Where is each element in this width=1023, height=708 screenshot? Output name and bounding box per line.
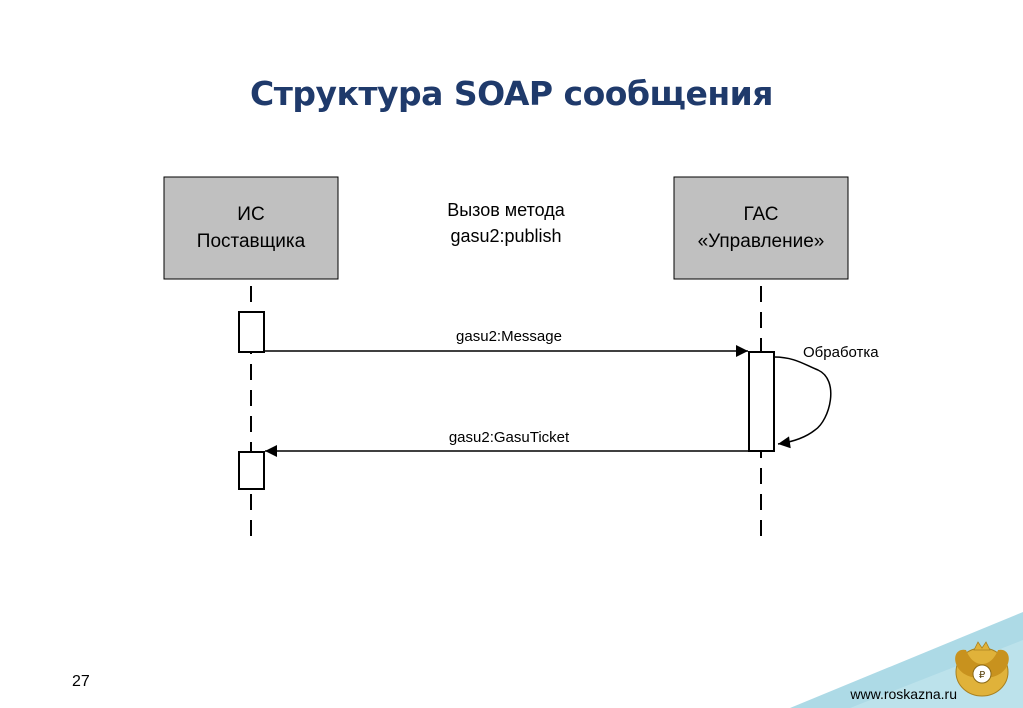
message-label-request: gasu2:Message <box>456 328 562 345</box>
participant-gas-line1: ГАС <box>744 204 779 225</box>
self-process-label: Обработка <box>803 344 879 361</box>
page-title: Структура SOAP сообщения <box>250 74 773 113</box>
participant-supplier-line2: Поставщика <box>197 231 306 252</box>
participant-gas-box <box>673 176 849 280</box>
website-link[interactable]: www.roskazna.ru <box>850 686 957 702</box>
slide-number: 27 <box>72 673 90 690</box>
message-label-response: gasu2:GasuTicket <box>449 429 570 446</box>
participant-supplier: ИС Поставщика <box>163 176 339 280</box>
activation-supplier-send <box>238 311 265 353</box>
double-headed-eagle-emblem-icon: ₽ <box>955 641 1009 697</box>
participant-supplier-line1: ИС <box>237 204 264 225</box>
method-call-line2: gasu2:publish <box>450 226 561 246</box>
self-process-curve <box>773 356 832 449</box>
activation-supplier-receive <box>238 451 265 490</box>
activation-gas <box>748 351 775 452</box>
participant-gas: ГАС «Управление» <box>673 176 849 280</box>
svg-text:₽: ₽ <box>979 670 986 681</box>
method-call-line1: Вызов метода <box>447 200 566 220</box>
participant-supplier-box <box>163 176 339 280</box>
participant-gas-line2: «Управление» <box>698 231 825 252</box>
